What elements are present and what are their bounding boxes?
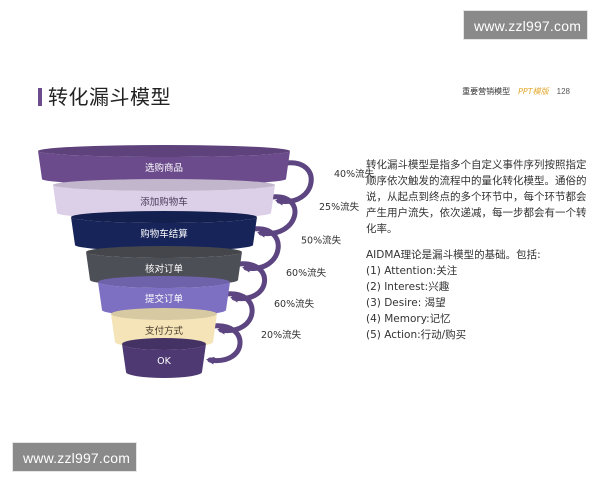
watermark-bottom: www.zzl997.com [12, 442, 137, 472]
funnel-stage-label: 提交订单 [145, 293, 184, 305]
funnel-stage-body [71, 217, 257, 251]
loss-label: 20%流失 [261, 329, 302, 341]
loss-label: 25%流失 [319, 201, 360, 213]
header-meta: 重要营销模型 PPT模版 128 [462, 86, 570, 97]
watermark-top: www.zzl997.com [463, 10, 588, 40]
funnel-stage-label: 选购商品 [145, 162, 183, 174]
aidma-item: (1) Attention:关注 [366, 265, 458, 277]
aidma-item: (3) Desire: 渴望 [366, 297, 446, 309]
funnel-stage-body [53, 185, 275, 219]
page-number: 128 [556, 87, 570, 96]
title-accent-bar [38, 88, 42, 106]
funnel-stage: 添加购物车 [53, 179, 275, 219]
funnel-stage-label: 核对订单 [145, 263, 184, 275]
loss-arrow [206, 323, 243, 365]
funnel-stage-label: OK [157, 356, 171, 367]
loss-label: 40%流失 [334, 168, 375, 180]
funnel-stage-body [122, 344, 206, 378]
funnel-stage: 购物车结算 [71, 211, 257, 251]
funnel-stage-top [53, 179, 275, 191]
funnel-stage-label: 支付方式 [145, 325, 184, 337]
header-category: 重要营销模型 [462, 87, 511, 96]
description-paragraph-2: AIDMA理论是漏斗模型的基础。包括: [366, 249, 541, 261]
description-paragraph-1: 转化漏斗模型是指多个自定义事件序列按照指定顺序依次触发的流程中的量化转化模型。通… [366, 159, 587, 235]
aidma-list: (1) Attention:关注 (2) Interest:兴趣 (3) Des… [366, 263, 590, 343]
funnel-stage-top [86, 246, 242, 258]
funnel-stage-top [98, 276, 230, 288]
funnel-stage-label: 购物车结算 [140, 228, 188, 240]
funnel-stage: OK [122, 338, 206, 378]
funnel-stage-body [98, 282, 230, 316]
funnel-stage: 选购商品 [38, 145, 290, 185]
aidma-item: (4) Memory:记忆 [366, 313, 451, 325]
loss-label: 60%流失 [286, 267, 327, 279]
page-title: 转化漏斗模型 [48, 85, 171, 109]
funnel-stage-body [38, 151, 290, 185]
funnel-stage: 提交订单 [98, 276, 230, 316]
loss-label: 60%流失 [274, 298, 315, 310]
header-subtitle: PPT模版 [518, 87, 549, 96]
description-panel: 转化漏斗模型是指多个自定义事件序列按照指定顺序依次触发的流程中的量化转化模型。通… [366, 157, 590, 343]
funnel-stage-top [111, 308, 217, 320]
funnel-stage-top [122, 338, 206, 350]
funnel-stage-top [71, 211, 257, 223]
aidma-item: (2) Interest:兴趣 [366, 281, 450, 293]
loss-label: 50%流失 [301, 235, 342, 247]
funnel-stage-label: 添加购物车 [140, 196, 188, 208]
funnel-stage-top [38, 145, 290, 157]
aidma-item: (5) Action:行动/购买 [366, 329, 467, 341]
